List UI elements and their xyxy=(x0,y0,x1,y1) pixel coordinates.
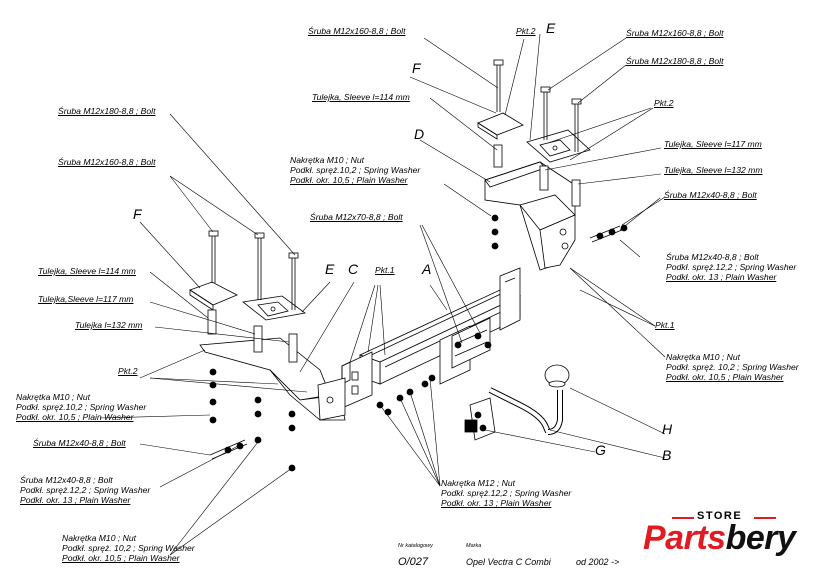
bolt-m12x180-right xyxy=(571,98,582,152)
side-bracket-c xyxy=(341,351,373,409)
label-spring-12-left: Podkł. spręż.12,2 ; Spring Washer xyxy=(20,485,151,495)
bolt-m12x180-left xyxy=(288,252,299,310)
label-spring-10-right: Podkł. spręż. 10,2 ; Spring Washer xyxy=(666,362,799,372)
label-letter-e-top: E xyxy=(546,20,556,36)
sleeve-117-right xyxy=(539,165,549,191)
clamp-plate-f-left xyxy=(189,281,238,311)
label-sleeve-132-right: Tulejka, Sleeve l=132 mm xyxy=(664,165,763,175)
label-letter-e-left: E xyxy=(325,261,335,277)
label-nut-m10-top: Nakrętka M10 ; Nut xyxy=(290,155,365,165)
bolt-m12x160-left xyxy=(208,230,219,283)
logo-part2: bery xyxy=(725,519,796,557)
label-plain-10-top: Podkł. okr. 10,5 ; Plain Washer xyxy=(290,175,408,185)
label-bolt-m12x160-right: Śruba M12x160-8,8 ; Bolt xyxy=(626,28,724,38)
logo-accent-line-left xyxy=(672,517,694,519)
label-pkt2-right: Pkt.2 xyxy=(654,98,674,108)
logo-part1: Parts xyxy=(643,519,726,557)
bolt-m12x160-right xyxy=(493,59,504,112)
brand-label: Marka xyxy=(466,543,482,549)
label-letter-h: H xyxy=(662,421,673,437)
bolt-m12x160-left2 xyxy=(254,232,265,300)
nuts-under-d xyxy=(491,214,499,250)
sleeve-132-right xyxy=(571,179,581,207)
label-bolt-m12x180-right: Śruba M12x180-8,8 ; Bolt xyxy=(626,56,724,66)
label-spring-12-bottom: Podkł. spręż.12,2 ; Spring Washer xyxy=(441,488,572,498)
tow-ball-neck xyxy=(488,364,570,435)
label-bolt-m12x70: Śruba M12x70-8,8 ; Bolt xyxy=(310,212,403,222)
label-letter-c: C xyxy=(348,261,359,277)
label-plain-13-bottom: Podkł. okr. 13 ; Plain Washer xyxy=(441,498,552,508)
side-bracket-d xyxy=(484,161,576,271)
bolt-m12x40-right-horizontal xyxy=(589,224,628,243)
label-bolt-m12x160-top: Śruba M12x160-8,8 ; Bolt xyxy=(308,26,406,36)
catalog-number-label: Nr katalogowy xyxy=(398,543,433,549)
label-letter-b: B xyxy=(662,447,672,463)
side-bracket-e-left xyxy=(199,337,346,421)
label-plain-13-left: Podkł. okr. 13 ; Plain Washer xyxy=(20,495,131,505)
label-sleeve-132-left: Tulejka l=132 mm xyxy=(75,320,143,330)
label-pkt2-top: Pkt.2 xyxy=(516,26,536,36)
partsbery-logo: Partsbery xyxy=(643,519,796,558)
label-sleeve-114-left: Tulejka, Sleeve l=114 mm xyxy=(38,266,136,276)
label-letter-f-top: F xyxy=(412,60,421,76)
clamp-plate-f-right xyxy=(477,112,524,140)
label-spring-10-top: Podkł. spręż.10,2 ; Spring Washer xyxy=(290,165,421,175)
label-bolt-m12x40-right2: Śruba M12x40-8,8 ; Bolt xyxy=(666,252,759,262)
label-bolt-m12x40-left: Śruba M12x40-8,8 ; Bolt xyxy=(33,438,126,448)
bolt-m12x40-left-horizontal xyxy=(209,439,248,460)
label-plain-10-right: Podkł. okr. 10,5 ; Plain Washer xyxy=(666,372,784,382)
label-spring-10-bottom: Podkł. spręż. 10,2 ; Spring Washer xyxy=(62,543,195,553)
label-pkt2-left: Pkt.2 xyxy=(118,366,138,376)
label-plain-13-right: Podkł. okr. 13 ; Plain Washer xyxy=(666,272,777,282)
clamp-plate-e-left xyxy=(242,295,306,321)
ball-mount-bracket xyxy=(439,317,491,385)
socket-plate-g xyxy=(464,397,496,441)
catalog-number: O/027 xyxy=(398,556,428,568)
label-bolt-m12x160-left: Śruba M12x160-8,8 ; Bolt xyxy=(58,157,156,167)
label-pkt1-right: Pkt.1 xyxy=(655,320,675,330)
sleeve-114-right xyxy=(493,144,503,168)
label-sleeve-114-top: Tulejka, Sleeve l=114 mm xyxy=(312,92,410,102)
logo-store-text: STORE xyxy=(697,510,743,522)
label-spring-12-right: Podkł. spręż.12,2 ; Spring Washer xyxy=(666,262,797,272)
bolt-m12x160-right2 xyxy=(540,86,551,140)
clamp-plate-e-right xyxy=(526,129,591,163)
label-bolt-m12x40-left2: Śruba M12x40-8,8 ; Bolt xyxy=(20,475,113,485)
logo-accent-line-right xyxy=(754,517,776,519)
label-nut-m10-bottom: Nakrętka M10 ; Nut xyxy=(62,533,137,543)
label-spring-10-left: Podkł. spręż.10,2 ; Spring Washer xyxy=(16,402,147,412)
label-nut-m10-right: Nakrętka M10 ; Nut xyxy=(666,352,741,362)
label-nut-m12: Nakrętka M12 ; Nut xyxy=(441,478,516,488)
label-pkt1-center: Pkt.1 xyxy=(375,265,395,275)
leader-lines xyxy=(99,33,666,556)
label-letter-d: D xyxy=(414,126,425,142)
vehicle-model: Opel Vectra C Combi xyxy=(466,557,551,567)
label-letter-a: A xyxy=(422,261,432,277)
label-bolt-m12x40-right: Śruba M12x40-8,8 ; Bolt xyxy=(664,190,757,200)
vehicle-year: od 2002 -> xyxy=(576,557,620,567)
label-bolt-m12x180-left: Śruba M12x180-8,8 ; Bolt xyxy=(58,106,156,116)
beam-end-plate xyxy=(499,267,521,331)
label-letter-g: G xyxy=(595,442,606,458)
sleeve-132-left xyxy=(288,333,298,363)
label-sleeve-117-left: Tulejka,Sleeve l=117 mm xyxy=(38,294,134,304)
label-plain-10-bottom: Podkł. okr. 10,5 ; Plain Washer xyxy=(62,553,180,563)
label-nut-m10-left: Nakrętka M10 ; Nut xyxy=(16,392,91,402)
label-sleeve-117-right: Tulejka, Sleeve l=117 mm xyxy=(664,139,762,149)
label-plain-10-left: Podkł. okr. 10,5 ; Plain Washer xyxy=(16,412,134,422)
label-letter-f-left: F xyxy=(133,206,142,222)
